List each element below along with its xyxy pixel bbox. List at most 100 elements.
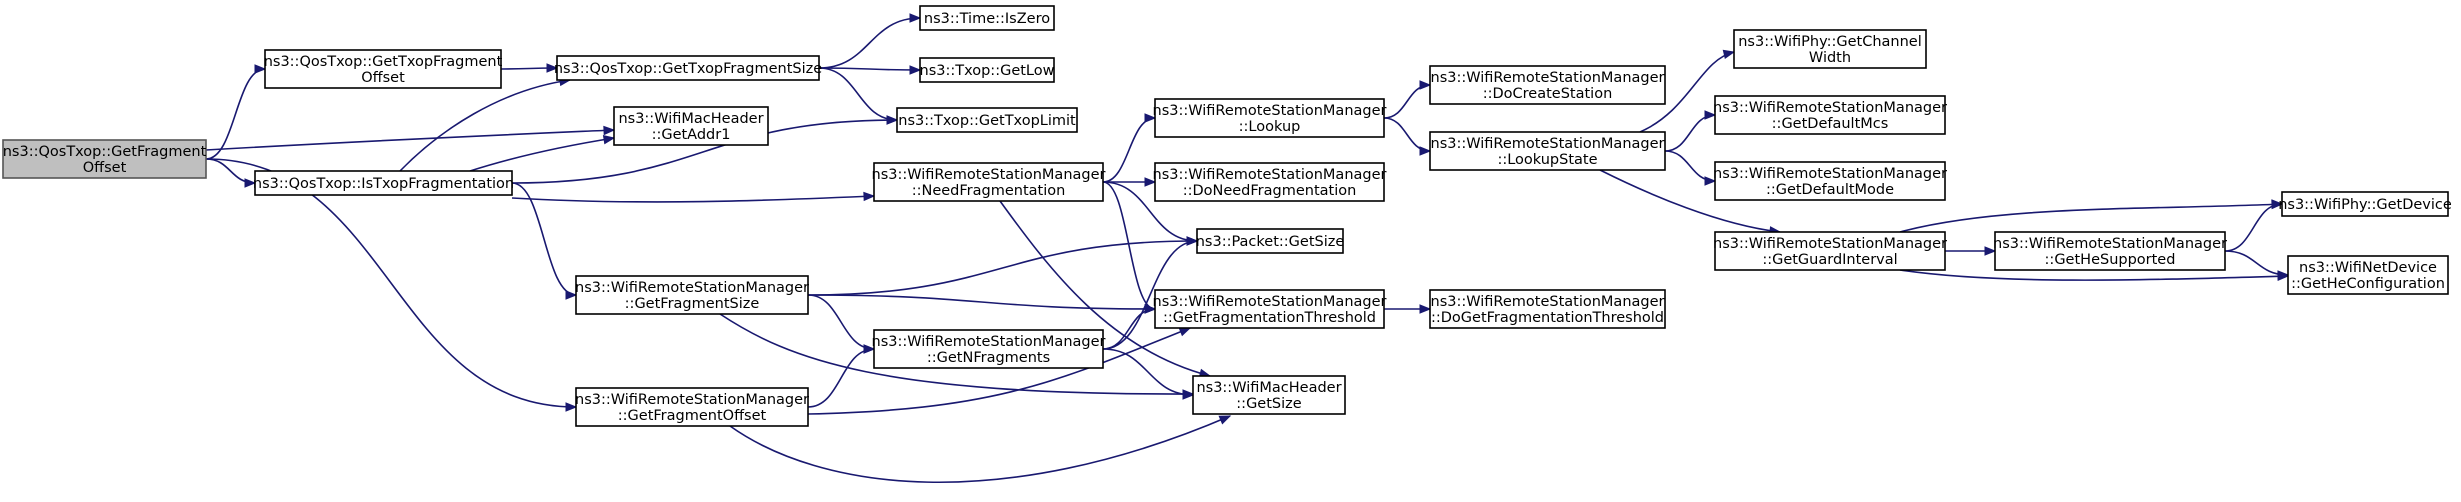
edge-getTxopFragmentSize-to-getTxopLimit [818, 67, 899, 125]
node-box [1429, 289, 1666, 329]
node-box [264, 49, 502, 89]
edge-arrowhead [909, 13, 922, 23]
node-label-line: ::GetHeSupported [2045, 252, 2176, 268]
edge-getTxopFragmentSize-to-isZero [818, 13, 922, 69]
node-get-txop-fragment-size[interactable]: ns3::QosTxop::GetTxopFragmentSize [554, 55, 822, 81]
node-mac-header-get-size[interactable]: ns3::WifiMacHeader::GetSize [1192, 375, 1346, 415]
edge-isTxopFragmentation-to-getTxopLimit [511, 115, 899, 184]
node-label-line: ::GetFragmentOffset [618, 408, 767, 424]
edge-wrsmGetFragmentOffset-to-getNFragments [807, 344, 876, 408]
node-label-line: ns3::Txop::GetTxopLimit [898, 113, 1076, 129]
node-box [873, 162, 1104, 202]
edge-line [1639, 51, 1735, 133]
edge-arrowhead [1218, 415, 1232, 425]
edge-line [1102, 240, 1198, 350]
edge-line [511, 119, 898, 184]
node-packet-get-size[interactable]: ns3::Packet::GetSize [1196, 228, 1345, 254]
node-get-txop-limit[interactable]: ns3::Txop::GetTxopLimit [896, 107, 1078, 133]
node-do-need-fragmentation[interactable]: ns3::WifiRemoteStationManager::DoNeedFra… [1153, 162, 1387, 202]
node-get-device[interactable]: ns3::WifiPhy::GetDevice [2278, 191, 2452, 217]
node-label-line: ns3::WifiRemoteStationManager [1153, 294, 1387, 310]
node-lookup-state[interactable]: ns3::WifiRemoteStationManager::LookupSta… [1429, 131, 1666, 171]
node-label-line: ::DoCreateStation [1483, 86, 1613, 102]
node-label-line: ::GetNFragments [927, 350, 1050, 366]
edge-isTxopFragmentation-to-wrsmGetFragmentSize [511, 182, 578, 300]
edge-arrowhead [1984, 246, 1997, 256]
node-box [1154, 162, 1385, 202]
node-label-line: ns3::WifiRemoteStationManager [1431, 70, 1665, 86]
edge-line [818, 67, 921, 71]
node-box [613, 106, 769, 146]
node-label-line: ::NeedFragmentation [912, 183, 1066, 199]
node-get-default-mode[interactable]: ns3::WifiRemoteStationManager::GetDefaul… [1713, 161, 1947, 201]
node-box [1994, 231, 2226, 271]
node-label-line: ns3::WifiRemoteStationManager [1993, 236, 2227, 252]
edge-getTxopFragmentSize-to-getLow [818, 65, 922, 75]
node-box [1154, 98, 1385, 138]
node-box [896, 107, 1078, 133]
node-label-line: ns3::WifiRemoteStationManager [575, 392, 809, 408]
edge-isTxopFragmentation-to-getAddr1 [469, 134, 616, 172]
node-get-fragmentation-threshold[interactable]: ns3::WifiRemoteStationManager::GetFragme… [1153, 289, 1387, 329]
edge-getGuardInterval-to-getHeConfiguration [1899, 269, 2290, 282]
node-lookup[interactable]: ns3::WifiRemoteStationManager::Lookup [1153, 98, 1387, 138]
node-wrsm-get-fragment-offset[interactable]: ns3::WifiRemoteStationManager::GetFragme… [575, 387, 809, 427]
node-get-he-configuration[interactable]: ns3::WifiNetDevice::GetHeConfiguration [2287, 255, 2449, 295]
node-get-guard-interval[interactable]: ns3::WifiRemoteStationManager::GetGuardI… [1713, 231, 1947, 271]
edge-arrowhead [1144, 304, 1157, 314]
node-do-get-fragmentation-threshold[interactable]: ns3::WifiRemoteStationManager::DoGetFrag… [1429, 289, 1666, 329]
node-box [1714, 161, 1946, 201]
node-is-txop-fragmentation[interactable]: ns3::QosTxop::IsTxopFragmentation [253, 170, 514, 196]
node-label-line: ns3::Packet::GetSize [1196, 234, 1345, 250]
node-box [1154, 289, 1385, 329]
edge-getTxopFragmentOffset-to-getTxopFragmentSize [500, 63, 559, 73]
node-get-low[interactable]: ns3::Txop::GetLow [919, 57, 1055, 83]
edge-wrsmGetFragmentOffset-to-macHeaderGetSize [729, 415, 1232, 483]
node-wrsm-get-fragment-size[interactable]: ns3::WifiRemoteStationManager::GetFragme… [575, 275, 809, 315]
edge-line [511, 182, 577, 296]
edge-line [999, 200, 1211, 377]
edge-arrowhead [1419, 146, 1432, 156]
edge-lookupState-to-getDefaultMcs [1664, 110, 1717, 152]
edge-getNFragments-to-getFragmentationThreshold [1102, 304, 1157, 350]
edge-line [469, 137, 615, 172]
edge-arrowhead [863, 344, 876, 354]
node-box [575, 275, 809, 315]
node-is-zero[interactable]: ns3::Time::IsZero [919, 5, 1055, 31]
edge-getHeSupported-to-getHeConfiguration [2224, 250, 2290, 280]
node-label-line: Width [1809, 50, 1851, 66]
edge-line [807, 348, 875, 408]
node-label-line: ns3::WifiRemoteStationManager [575, 280, 809, 296]
node-get-addr1[interactable]: ns3::WifiMacHeader::GetAddr1 [613, 106, 769, 146]
edge-needFragmentation-to-lookup [1102, 113, 1157, 183]
edge-line [1383, 117, 1431, 152]
edge-arrowhead [1182, 390, 1195, 400]
node-box [254, 170, 513, 196]
edge-arrowhead [863, 191, 876, 202]
node-get-he-supported[interactable]: ns3::WifiRemoteStationManager::GetHeSupp… [1993, 231, 2227, 271]
node-label-line: Offset [361, 70, 405, 86]
edge-lookupState-to-getDefaultMode [1664, 150, 1717, 186]
node-box [556, 55, 820, 81]
edge-line [807, 294, 875, 350]
node-box [1714, 231, 1946, 271]
node-box [1192, 375, 1346, 415]
edge-line [1383, 84, 1431, 119]
edge-line [1664, 114, 1716, 152]
edge-arrowhead [244, 178, 257, 188]
node-label-line: ns3::WifiMacHeader [618, 111, 763, 127]
node-get-default-mcs[interactable]: ns3::WifiRemoteStationManager::GetDefaul… [1713, 95, 1947, 135]
node-box [1196, 228, 1344, 254]
node-label-line: ns3::WifiRemoteStationManager [872, 167, 1106, 183]
edge-arrowhead [1704, 110, 1717, 120]
node-get-nfragments[interactable]: ns3::WifiRemoteStationManager::GetNFragm… [872, 329, 1106, 369]
node-need-fragmentation[interactable]: ns3::WifiRemoteStationManager::NeedFragm… [872, 162, 1106, 202]
edge-arrowhead [565, 290, 578, 300]
node-do-create-station[interactable]: ns3::WifiRemoteStationManager::DoCreateS… [1429, 65, 1666, 105]
node-root[interactable]: ns3::QosTxop::GetFragmentOffset [2, 139, 207, 179]
node-box [919, 57, 1055, 83]
node-label-line: ::DoGetFragmentationThreshold [1431, 310, 1664, 326]
